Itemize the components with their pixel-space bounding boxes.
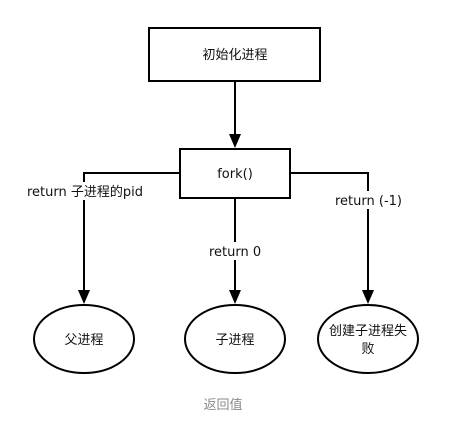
node-init-box: [148, 27, 321, 82]
arrowhead-init-to-fork: [229, 134, 241, 148]
node-fork-box: [179, 148, 291, 199]
edge-label-to-fail: return (-1): [335, 194, 402, 209]
arrowhead-fork-to-parent: [78, 290, 90, 304]
arrowhead-fork-to-fail: [362, 290, 374, 304]
node-fork: fork(): [179, 148, 291, 199]
node-init: 初始化进程: [148, 27, 321, 82]
edge-fork-to-fail: [290, 172, 369, 292]
node-fail-ellipse: [317, 304, 419, 374]
node-child-ellipse: [184, 304, 286, 374]
edge-label-mask-child: [206, 242, 264, 260]
node-child-label: 子进程: [215, 333, 254, 348]
edge-label-mask-fail: [332, 191, 404, 209]
diagram-caption: 返回值: [203, 397, 242, 413]
node-parent-ellipse: [33, 304, 135, 374]
node-child: 子进程: [184, 304, 286, 374]
arrowhead-fork-to-child: [229, 290, 241, 304]
edge-label-to-child: return 0: [209, 245, 261, 260]
node-init-label: 初始化进程: [202, 48, 267, 63]
edge-labels: return 子进程的pid return 0 return (-1): [24, 182, 404, 260]
node-parent: 父进程: [33, 304, 135, 374]
node-fail: 创建子进程失 败: [317, 304, 419, 374]
node-fork-label: fork(): [217, 167, 253, 182]
node-fail-label-line2: 败: [361, 342, 374, 357]
edge-label-mask-parent: [24, 182, 146, 200]
node-parent-label: 父进程: [64, 333, 103, 348]
edge-label-to-parent: return 子进程的pid: [27, 184, 143, 200]
edge-fork-to-parent: [83, 172, 180, 292]
node-fail-label-line1: 创建子进程失: [329, 324, 407, 339]
